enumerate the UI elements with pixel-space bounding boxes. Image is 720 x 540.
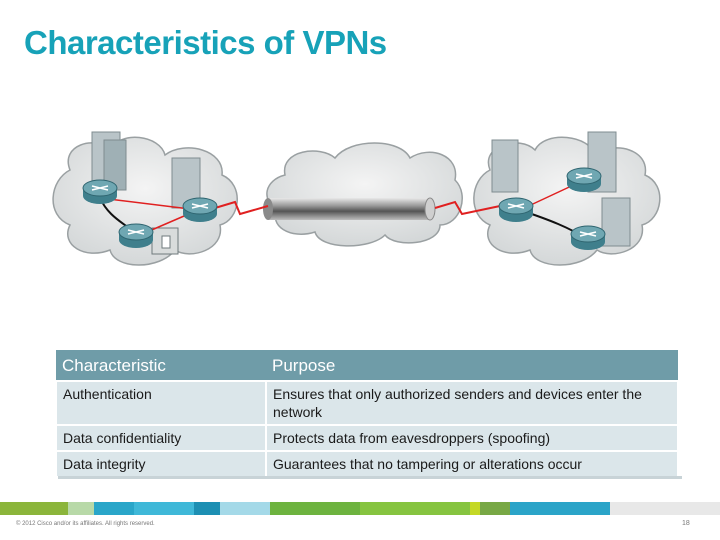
- vpn-tunnel: [263, 197, 436, 221]
- router-icon: [566, 167, 602, 192]
- column-header-characteristic: Characteristic: [56, 350, 266, 381]
- router-icon: [570, 225, 606, 250]
- wan-link: [214, 200, 269, 216]
- router-icon: [182, 197, 218, 222]
- table-row: Data integrity Guarantees that no tamper…: [55, 450, 679, 478]
- purpose-cell: Ensures that only authorized senders and…: [265, 380, 679, 426]
- purpose-cell: Protects data from eavesdroppers (spoofi…: [265, 424, 679, 452]
- router-icon: [118, 223, 154, 248]
- building-icon: [601, 197, 631, 247]
- vpn-network-diagram: [52, 131, 661, 266]
- characteristic-cell: Data integrity: [55, 450, 267, 478]
- building-icon: [491, 139, 519, 193]
- column-header-purpose: Purpose: [266, 350, 678, 381]
- purpose-cell: Guarantees that no tampering or alterati…: [265, 450, 679, 478]
- page-number: 18: [682, 520, 690, 527]
- wan-link: [434, 200, 501, 216]
- table-shadow: [58, 476, 682, 479]
- characteristic-cell: Authentication: [55, 380, 267, 426]
- table-row: Authentication Ensures that only authori…: [55, 380, 679, 426]
- table-header-row: Characteristic Purpose: [56, 350, 678, 381]
- server-icon: [151, 227, 179, 255]
- router-icon: [498, 197, 534, 222]
- footer-color-bar: [0, 502, 720, 515]
- slide-title: Characteristics of VPNs: [24, 24, 387, 61]
- copyright-text: © 2012 Cisco and/or its affiliates. All …: [16, 521, 155, 527]
- vpn-characteristics-table: Characteristic Purpose Authentication En…: [55, 350, 679, 478]
- router-icon: [82, 179, 118, 204]
- table-row: Data confidentiality Protects data from …: [55, 424, 679, 452]
- characteristic-cell: Data confidentiality: [55, 424, 267, 452]
- internet-cloud: [266, 142, 463, 247]
- building-icon: [587, 131, 617, 193]
